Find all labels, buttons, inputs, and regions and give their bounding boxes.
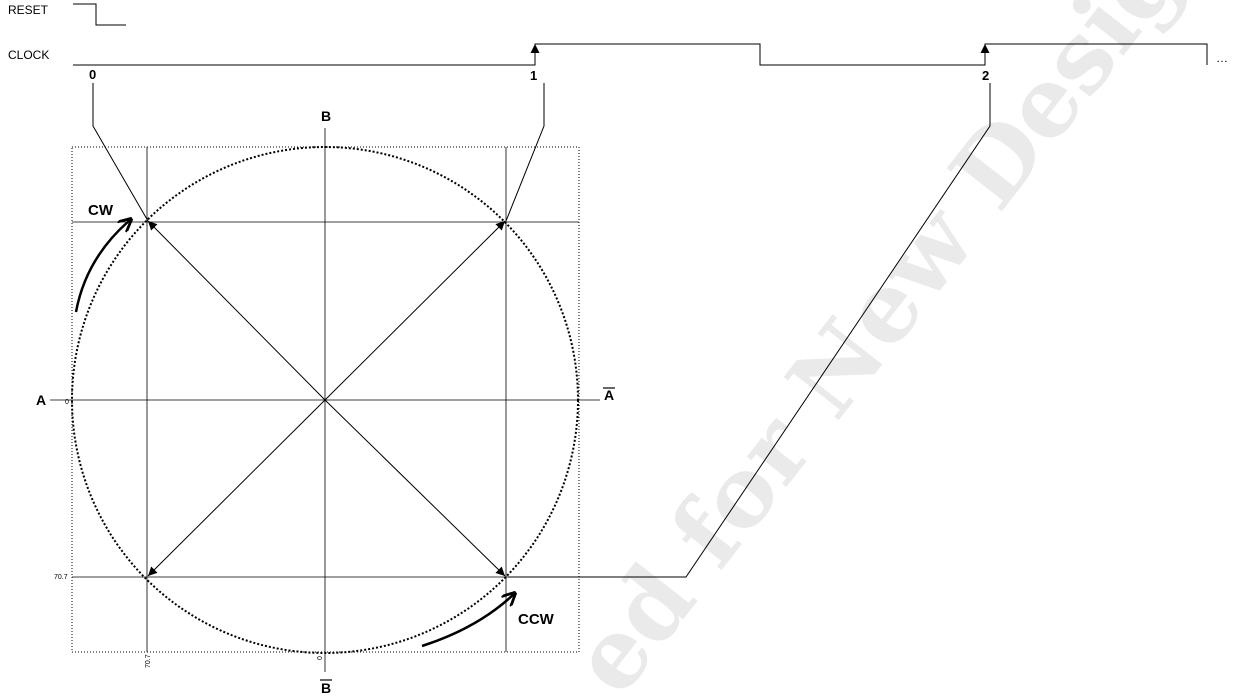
watermark: ed for New Designs [549, 0, 1245, 700]
axis-label-b-bottom: B [321, 680, 331, 696]
scale-left-707: 70.7 [54, 574, 68, 581]
watermark-text: ed for New Designs [549, 0, 1245, 700]
clock-step-2: 2 [982, 68, 989, 83]
clock-step-1: 1 [530, 68, 537, 83]
clock-label: CLOCK [8, 48, 49, 62]
scale-bottom-zero: 0 [317, 656, 324, 660]
reset-label: RESET [8, 3, 49, 17]
scale-bottom-707: 70.7 [145, 654, 152, 668]
axis-label-a-left: A [36, 392, 46, 408]
cw-arrow [74, 220, 130, 313]
clock-ellipsis: … [1216, 51, 1228, 65]
phase-frame [71, 146, 580, 653]
ccw-label: CCW [518, 611, 555, 628]
cw-label: CW [88, 202, 114, 219]
axis-label-a-right: A [604, 387, 614, 403]
phase-circle [71, 146, 579, 654]
scale-left-zero: 0 [65, 399, 69, 406]
phase-vectors [147, 220, 506, 577]
reset-waveform [73, 3, 126, 26]
step-connectors [92, 83, 991, 578]
ccw-arrow [421, 594, 514, 648]
clock-step-0: 0 [89, 67, 96, 82]
axis-label-b-top: B [321, 108, 331, 124]
